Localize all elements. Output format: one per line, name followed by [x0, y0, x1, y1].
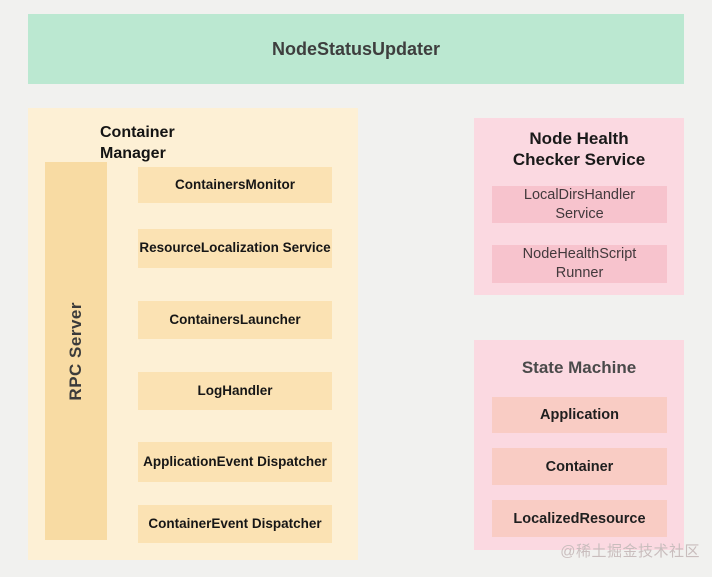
state-machine-panel: State Machine Application Container Loca…	[474, 340, 684, 550]
container-event-dispatcher-box: ContainerEvent Dispatcher	[138, 505, 332, 543]
application-event-dispatcher-box: ApplicationEvent Dispatcher	[138, 442, 332, 482]
rpc-server-label: RPC Server	[66, 301, 85, 401]
node-health-script-runner-box: NodeHealthScript Runner	[492, 245, 667, 283]
rpc-server-box: RPC Server	[45, 162, 107, 540]
node-status-updater-banner: NodeStatusUpdater	[28, 14, 684, 84]
application-box: Application	[492, 397, 667, 433]
container-manager-title: Container Manager	[100, 124, 175, 162]
node-health-checker-title: Node Health Checker Service	[474, 128, 684, 170]
resource-localization-service-box: ResourceLocalization Service	[138, 229, 332, 268]
containers-monitor-box: ContainersMonitor	[138, 167, 332, 203]
container-box: Container	[492, 448, 667, 485]
local-dirs-handler-service-label: LocalDirsHandler Service	[523, 186, 636, 222]
node-health-script-runner-label: NodeHealthScript Runner	[522, 246, 637, 281]
local-dirs-handler-service-box: LocalDirsHandler Service	[492, 186, 667, 223]
container-manager-panel: Container Manager RPC Server ContainersM…	[28, 108, 358, 560]
containers-launcher-box: ContainersLauncher	[138, 301, 332, 339]
localized-resource-box: LocalizedResource	[492, 500, 667, 537]
log-handler-box: LogHandler	[138, 372, 332, 410]
node-health-checker-panel: Node Health Checker Service LocalDirsHan…	[474, 118, 684, 295]
state-machine-title: State Machine	[521, 358, 637, 377]
watermark: @稀土掘金技术社区	[560, 543, 700, 560]
node-health-checker-title-text: Node Health Checker Service	[512, 129, 646, 169]
